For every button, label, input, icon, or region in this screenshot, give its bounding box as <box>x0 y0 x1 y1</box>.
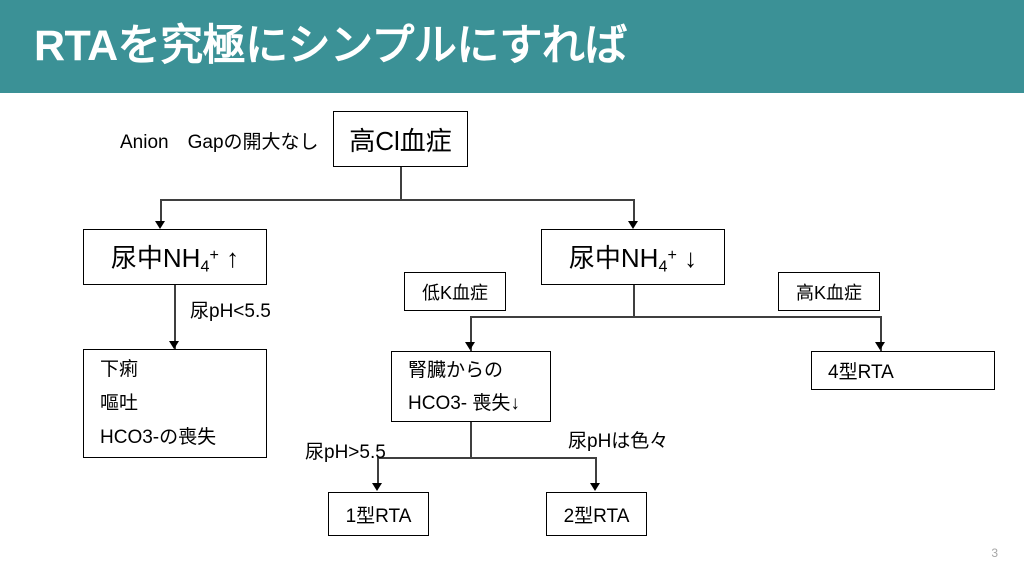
node-urine-nh4-increased[interactable]: 尿中NH4+ ↑ <box>83 229 267 285</box>
node-gi-bicarbonate-losses[interactable]: 下痢 嘔吐 HCO3-の喪失 <box>83 349 267 458</box>
node-rta-type2-text: 2型RTA <box>563 505 630 527</box>
node-urine-nh4-increased-text: 尿中NH4+ ↑ <box>110 242 240 276</box>
connector-root-to-nh4up <box>160 199 162 223</box>
node-gi-line-1: 下痢 <box>100 358 139 380</box>
node-hypokalemia[interactable]: 低K血症 <box>404 272 506 311</box>
node-hyperchloremia-text: 高Cl血症 <box>349 125 452 156</box>
node-hyperkalemia-text: 高K血症 <box>795 282 862 303</box>
arrowhead-to-rta-type2 <box>590 483 600 491</box>
node-urine-nh4-decreased-text: 尿中NH4+ ↓ <box>568 242 698 276</box>
node-gi-line-2: 嘔吐 <box>100 392 139 414</box>
arrowhead-to-rta-type1 <box>372 483 382 491</box>
title-band <box>0 0 1024 93</box>
node-hyperchloremia[interactable]: 高Cl血症 <box>333 111 468 167</box>
arrowhead-to-nh4up <box>155 221 165 229</box>
node-hypokalemia-text: 低K血症 <box>421 282 488 303</box>
arrowhead-to-gi-losses <box>169 341 179 349</box>
edge-label-urine-ph-gt: 尿pH>5.5 <box>305 442 386 463</box>
node-renal-line-1: 腎臓からの <box>408 359 504 381</box>
connector-root-trunk <box>400 167 402 200</box>
connector-to-rta-type4 <box>880 316 882 351</box>
node-urine-nh4-decreased[interactable]: 尿中NH4+ ↓ <box>541 229 725 285</box>
page-number: 3 <box>991 546 998 560</box>
node-rta-type1-text: 1型RTA <box>345 505 412 527</box>
edge-label-urine-ph-varies: 尿pHは色々 <box>568 431 669 452</box>
node-gi-line-3: HCO3-の喪失 <box>100 426 217 448</box>
arrowhead-to-nh4down <box>628 221 638 229</box>
arrowhead-to-renal-hco3 <box>465 342 475 350</box>
connector-root-split <box>160 199 634 201</box>
connector-renal-trunk <box>470 422 472 459</box>
node-rta-type2[interactable]: 2型RTA <box>546 492 647 536</box>
node-rta-type1[interactable]: 1型RTA <box>328 492 429 536</box>
connector-nh4down-trunk <box>633 285 635 317</box>
root-condition-label: Anion Gapの開大なし <box>120 132 319 153</box>
connector-to-rta-type2 <box>595 457 597 485</box>
node-renal-hco3-loss[interactable]: 腎臓からの HCO3- 喪失↓ <box>391 351 551 422</box>
node-renal-line-2: HCO3- 喪失↓ <box>408 392 520 414</box>
node-rta-type4-text: 4型RTA <box>828 362 894 383</box>
connector-renal-split <box>377 457 596 459</box>
edge-label-urine-ph-lt: 尿pH<5.5 <box>190 301 271 322</box>
node-rta-type4[interactable]: 4型RTA <box>811 351 995 390</box>
connector-nh4down-split <box>470 316 880 318</box>
arrowhead-to-rta-type4 <box>875 342 885 350</box>
node-hyperkalemia[interactable]: 高K血症 <box>778 272 880 311</box>
connector-to-renal-hco3 <box>470 316 472 351</box>
connector-root-to-nh4down <box>633 199 635 223</box>
connector-nh4up-to-gi <box>174 285 176 350</box>
connector-to-rta-type1 <box>377 457 379 485</box>
page-title: RTAを究極にシンプルにすれば <box>34 22 627 70</box>
